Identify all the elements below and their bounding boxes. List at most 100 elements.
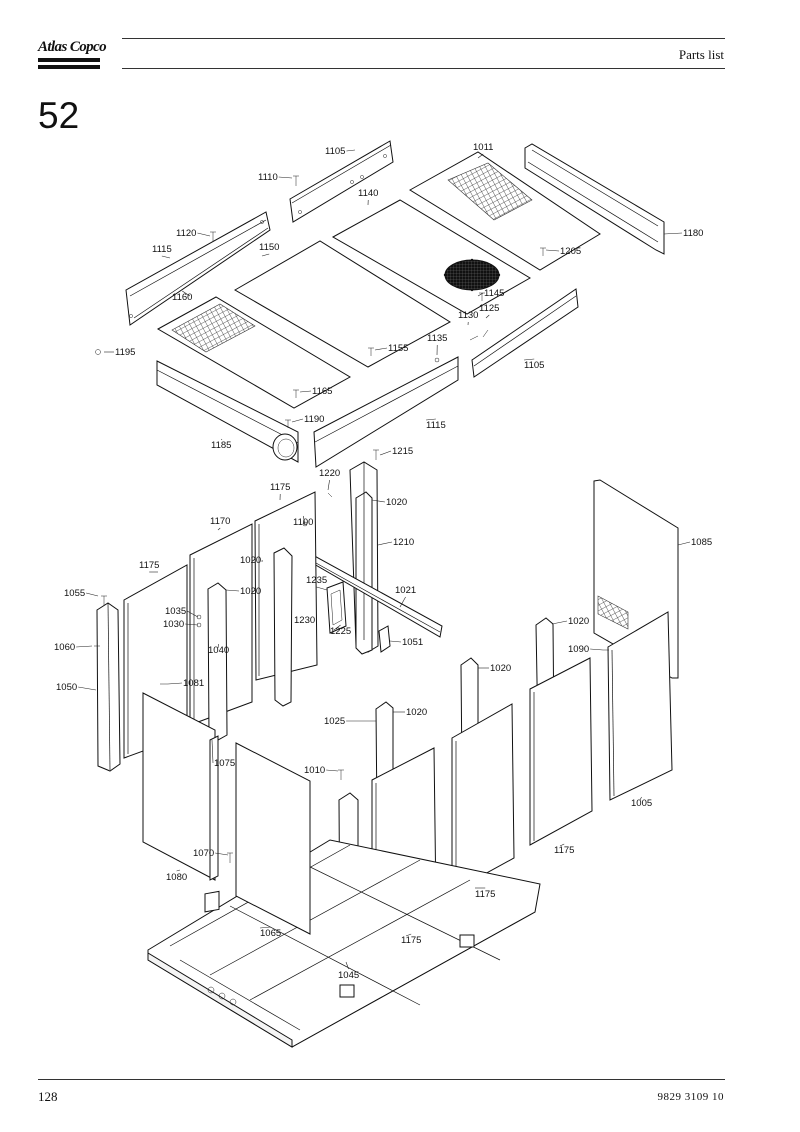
callout-label: 1020 xyxy=(406,707,427,718)
callout-1005: 1005 xyxy=(631,796,652,809)
door-panel-1065 xyxy=(235,742,311,935)
post-1020-left-b xyxy=(207,582,228,741)
logo-bar-bottom xyxy=(38,65,100,69)
roof-panel-1185-front xyxy=(156,360,299,463)
callout-label: 1115 xyxy=(426,420,446,431)
roof-panel-1011-perforated xyxy=(409,151,601,271)
callout-1175: 1175 xyxy=(475,887,495,900)
callout-leader xyxy=(327,479,330,491)
callout-label: 1145 xyxy=(484,288,504,299)
callout-leader xyxy=(167,682,183,685)
fasteners xyxy=(94,492,609,863)
callout-leader xyxy=(377,541,393,546)
callout-leader xyxy=(477,292,484,297)
callout-1180: 1180 xyxy=(663,228,703,239)
callout-1020: 1020 xyxy=(393,707,427,718)
callout-1080: 1080 xyxy=(166,869,187,883)
callout-label: 1105 xyxy=(524,360,544,371)
callout-1025: 1025 xyxy=(324,716,368,727)
callout-1135: 1135 xyxy=(427,333,447,356)
callout-1235: 1235 xyxy=(306,575,328,591)
door-panel-1175-mid-right xyxy=(451,703,515,893)
callout-label: 1135 xyxy=(427,333,447,344)
callout-1165: 1165 xyxy=(299,386,332,397)
callout-1075: 1075 xyxy=(211,739,235,769)
roof-panel-1160-perforated xyxy=(156,296,352,409)
callout-1081: 1081 xyxy=(167,678,204,689)
callout-1065: 1065 xyxy=(259,926,281,939)
callout-leader xyxy=(333,624,341,631)
callout-1020: 1020 xyxy=(478,663,511,674)
callout-label: 1170 xyxy=(210,516,230,527)
callout-label: 1150 xyxy=(259,242,279,253)
callout-leader xyxy=(176,869,181,872)
bracket-1051 xyxy=(378,625,391,653)
callout-leader xyxy=(197,232,211,237)
callout-label: 1081 xyxy=(183,678,204,689)
door-panel-1080 xyxy=(142,692,216,881)
callout-leader xyxy=(161,255,171,259)
callout-leader xyxy=(302,515,306,525)
callout-label: 1070 xyxy=(193,848,214,859)
callout-label: 1040 xyxy=(208,645,229,656)
callout-label: 1020 xyxy=(568,616,589,627)
callout-label: 1021 xyxy=(395,585,416,596)
bracket-1235 xyxy=(326,581,347,634)
callout-leader xyxy=(217,527,221,531)
logo-wordmark: Atlas Copco xyxy=(38,39,107,55)
callout-1105: 1105 xyxy=(325,146,356,157)
callout-label: 1235 xyxy=(306,575,327,586)
callout-1110: 1110 xyxy=(258,172,293,183)
callout-label: 1180 xyxy=(683,228,703,239)
callout-label: 1190 xyxy=(304,414,324,425)
callout-1020: 1020 xyxy=(225,586,261,597)
callout-label: 1130 xyxy=(458,310,478,321)
callout-leader xyxy=(261,253,270,257)
callout-label: 1100 xyxy=(293,517,313,528)
callout-1020: 1020 xyxy=(371,497,407,508)
callout-label: 1080 xyxy=(166,872,187,883)
callout-label: 1175 xyxy=(401,935,421,946)
callout-label: 1010 xyxy=(304,765,325,776)
callout-1115: 1115 xyxy=(152,244,172,259)
callout-1051: 1051 xyxy=(389,637,423,648)
callout-1035: 1035 xyxy=(165,606,199,618)
callout-label: 1020 xyxy=(490,663,511,674)
callout-label: 1045 xyxy=(338,970,359,981)
callout-leader xyxy=(346,149,356,152)
callout-leader xyxy=(663,232,683,235)
callout-label: 1110 xyxy=(258,172,278,183)
callout-label: 1050 xyxy=(56,682,77,693)
callout-1070: 1070 xyxy=(193,848,229,859)
callout-leader xyxy=(215,852,229,856)
callout-label: 1035 xyxy=(165,606,186,617)
callout-1225: 1225 xyxy=(330,624,351,637)
callout-1190: 1190 xyxy=(291,414,324,425)
callout-leader xyxy=(523,358,535,361)
callout-1215: 1215 xyxy=(379,446,413,457)
callout-label: 1205 xyxy=(560,246,581,257)
callout-1175: 1175 xyxy=(401,933,421,946)
callout-leader xyxy=(186,610,199,618)
header-title: Parts list xyxy=(678,47,724,62)
callout-1045: 1045 xyxy=(338,961,359,981)
callout-1020: 1020 xyxy=(240,555,263,566)
callout-label: 1120 xyxy=(176,228,196,239)
section-number: 52 xyxy=(38,95,80,136)
callout-label: 1175 xyxy=(139,560,159,571)
side-rail-1180 xyxy=(524,143,665,255)
callout-label: 1215 xyxy=(392,446,413,457)
callout-1150: 1150 xyxy=(259,242,279,257)
callout-leader xyxy=(326,769,339,772)
callout-label: 1230 xyxy=(294,615,315,626)
callout-leader xyxy=(182,290,191,297)
roof-panel-1140-fan xyxy=(331,199,531,315)
callout-label: 1195 xyxy=(115,347,135,358)
callout-1090: 1090 xyxy=(568,644,604,655)
callout-label: 1115 xyxy=(152,244,172,255)
callout-leader xyxy=(316,586,328,591)
callout-leader xyxy=(374,347,388,351)
callout-leader xyxy=(551,620,568,625)
